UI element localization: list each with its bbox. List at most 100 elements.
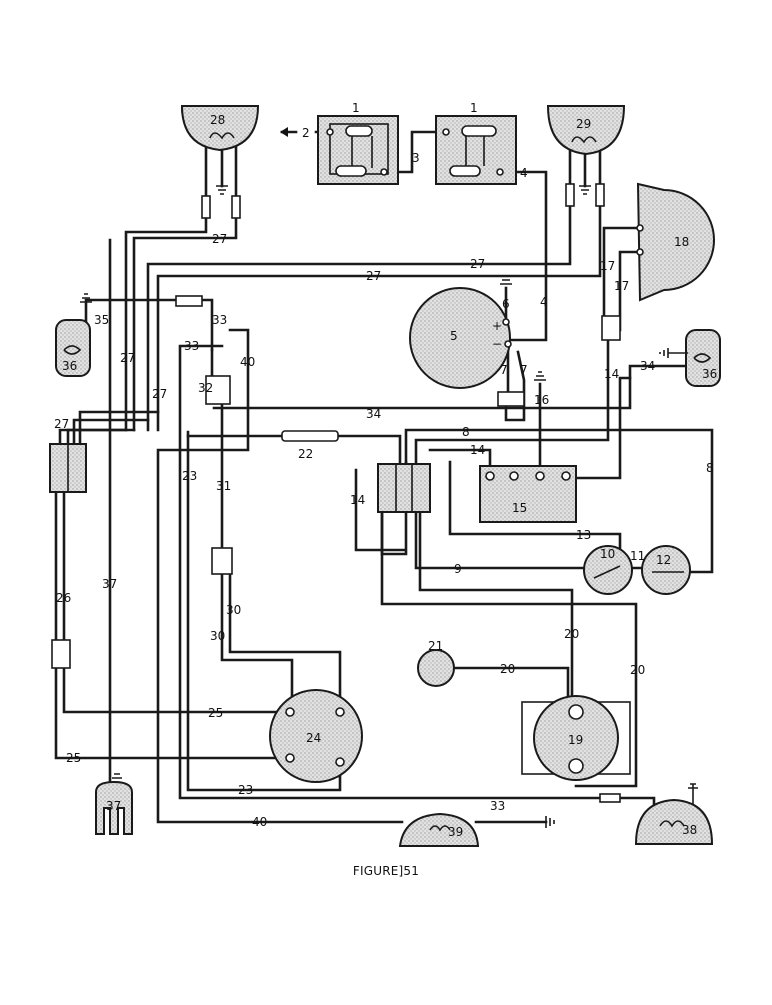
ground-40-icon <box>545 816 555 828</box>
component-12 <box>641 545 691 595</box>
label-switch-1-left: 1 <box>352 101 360 115</box>
wire-30 <box>220 572 294 708</box>
wire-label: 30 <box>226 603 241 617</box>
bulb-29 <box>571 136 597 144</box>
wire-34 <box>212 364 688 410</box>
label-horn-36-right: 36 <box>702 367 717 381</box>
bullet-connector <box>201 195 211 219</box>
switch-contact <box>335 165 367 177</box>
wire-label: 31 <box>216 479 231 493</box>
label-component-38: 38 <box>682 823 697 837</box>
label-minus: − <box>492 337 502 351</box>
horn-36-right <box>685 329 721 387</box>
wire-label: 22 <box>298 447 313 461</box>
wire-14-c <box>354 468 406 552</box>
switch-terminal <box>326 128 334 136</box>
wire-label: 4 <box>540 295 548 309</box>
wire-label: 23 <box>238 783 253 797</box>
wire-27-down-c <box>72 418 150 446</box>
headlamp-29 <box>546 105 626 156</box>
wire-7-b <box>504 350 526 422</box>
label-component-15: 15 <box>512 501 527 515</box>
label-component-24: 24 <box>306 731 321 745</box>
label-headlamp-28: 28 <box>210 113 225 127</box>
headlamp-28-body <box>180 105 260 152</box>
wire-40 <box>156 328 404 824</box>
switch-link <box>465 136 485 166</box>
label-junction-32: 32 <box>198 381 213 395</box>
wire-label: 26 <box>56 591 71 605</box>
wire-9 <box>414 512 592 570</box>
wire-20-a <box>380 512 638 788</box>
wire-label: 33 <box>212 313 227 327</box>
wire-label: 40 <box>240 355 255 369</box>
wire-22-b <box>336 434 402 464</box>
wire-label: 27 <box>212 232 227 246</box>
terminal <box>285 707 295 717</box>
label-component-12: 12 <box>656 553 671 567</box>
switch-contact <box>461 125 497 137</box>
ground-29-icon <box>579 185 591 195</box>
label-component-21: 21 <box>428 639 443 653</box>
ground-6-icon <box>500 275 512 285</box>
wire-25-bottom <box>54 492 292 760</box>
component-19 <box>533 695 619 781</box>
horn-coil <box>693 353 712 363</box>
terminal <box>636 224 644 232</box>
wire-4 <box>498 170 548 342</box>
wire-8 <box>404 428 714 574</box>
headlamp-28-lead <box>124 144 208 432</box>
wire-label: 17 <box>600 259 615 273</box>
wire-label: 14 <box>470 443 485 457</box>
label-switch-1-right: 1 <box>470 101 478 115</box>
headlamp-29-lead-b <box>156 148 602 432</box>
wire-label: 8 <box>706 461 714 475</box>
ground-16-icon <box>534 371 546 381</box>
wire-label: 20 <box>564 627 579 641</box>
terminal <box>335 757 345 767</box>
wire-label: 14 <box>350 493 365 507</box>
wire-14-d <box>564 376 632 480</box>
wire-label: 4 <box>520 166 528 180</box>
wire-label: 30 <box>210 629 225 643</box>
terminal <box>568 704 584 720</box>
wire-label: 37 <box>102 577 117 591</box>
wire-20-b <box>448 666 570 706</box>
label-component-19: 19 <box>568 733 583 747</box>
wire-label: 9 <box>454 562 462 576</box>
wire-33-long <box>178 344 602 800</box>
wire-27-down-d <box>78 410 160 446</box>
terminal <box>502 318 510 326</box>
wire-label: 17 <box>614 279 629 293</box>
wire-27-down <box>58 428 128 446</box>
switch-terminal <box>496 168 504 176</box>
terminal <box>535 471 545 481</box>
wire-label: 7 <box>500 363 508 377</box>
component-21 <box>417 649 455 687</box>
label-component-39: 39 <box>448 825 463 839</box>
fuse-7 <box>497 391 525 407</box>
terminal <box>335 707 345 717</box>
wire-label: 27 <box>470 257 485 271</box>
connector-31 <box>211 547 233 575</box>
connector-divider <box>395 464 413 512</box>
component-18 <box>636 182 715 302</box>
wire-label: 3 <box>412 151 420 165</box>
terminal <box>285 753 295 763</box>
component-5 <box>409 287 511 389</box>
wire-14-a <box>414 328 610 464</box>
wire-label: 13 <box>576 528 591 542</box>
headlamp-28-lead-b <box>132 144 238 432</box>
wire-label: 27 <box>54 417 69 431</box>
wire-label: 35 <box>94 313 109 327</box>
connector-block <box>377 463 431 513</box>
ground-38-icon <box>688 783 698 804</box>
wire-label: 33 <box>490 799 505 813</box>
bullet-connector <box>231 195 241 219</box>
wire-labels: 2 3 4 4 6 7 7 8 8 9 11 13 14 14 14 16 17… <box>54 126 714 829</box>
horn-36-left <box>55 319 91 377</box>
label-headlamp-29: 29 <box>576 117 591 131</box>
terminal <box>509 471 519 481</box>
